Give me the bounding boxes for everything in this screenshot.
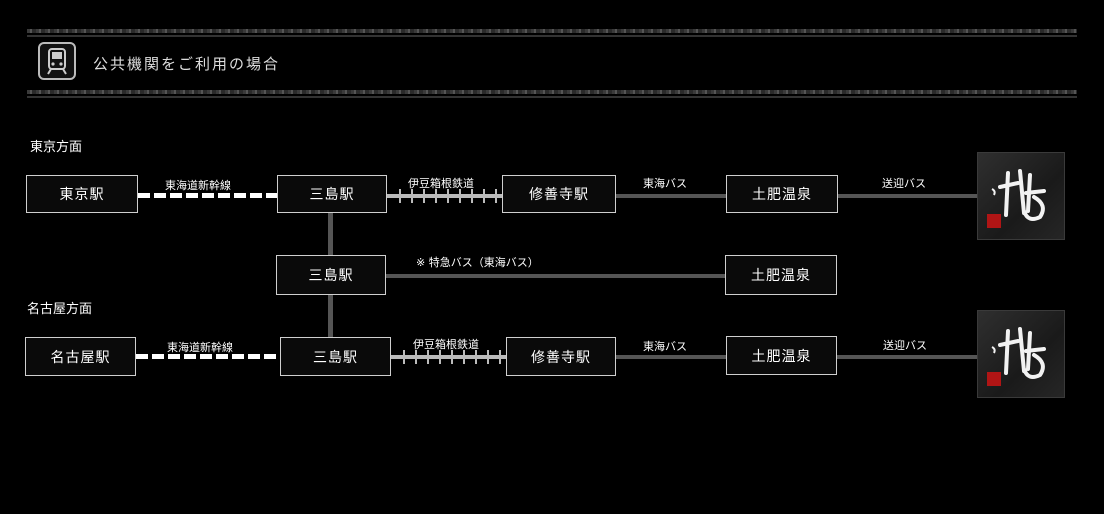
nagoya-section-label: 名古屋方面 [27,302,93,317]
line-label-izuhakone: 伊豆箱根鉄道 [408,177,474,190]
line-label-tokai-bus-nagoya: 東海バス [643,340,687,353]
red-seal [987,214,1001,228]
station-toi-onsen: 土肥温泉 [726,175,838,213]
line-label-izuhakone-nagoya: 伊豆箱根鉄道 [413,338,479,351]
shuttle-bus-line [838,194,978,198]
line-label-express-bus: ※ 特急バス（東海バス） [416,256,539,269]
station-toi-onsen-nagoya: 土肥温泉 [726,336,837,375]
line-label-tokai-bus: 東海バス [643,177,687,190]
station-shuzenji: 修善寺駅 [502,175,616,213]
shinkansen-line [138,193,278,198]
station-mishima: 三島駅 [277,175,387,213]
connector-top [328,213,333,255]
line-label-shuttle-bus-nagoya: 送迎バス [883,339,927,352]
izuhakone-rail-line-nagoya [391,350,506,364]
header-top-border-thin [27,35,1077,37]
ryokan-logo-nagoya [977,310,1065,398]
station-mishima-express: 三島駅 [276,255,386,295]
header-top-border [27,29,1077,33]
page-title: 公共機関をご利用の場合 [93,55,281,73]
station-mishima-nagoya: 三島駅 [280,337,391,376]
line-label-shinkansen-nagoya: 東海道新幹線 [167,341,233,354]
station-shuzenji-nagoya: 修善寺駅 [506,337,616,376]
station-nagoya: 名古屋駅 [25,337,136,376]
header-bottom-border-thin [27,96,1077,98]
tokai-bus-line [616,194,726,198]
tokyo-section-label: 東京方面 [30,140,83,155]
station-tokyo: 東京駅 [26,175,138,213]
red-seal-nagoya [987,372,1001,386]
tokai-bus-line-nagoya [616,355,726,359]
izuhakone-rail-line [387,189,502,203]
express-bus-line [386,274,726,278]
line-label-shuttle-bus: 送迎バス [882,177,926,190]
shuttle-bus-line-nagoya [837,355,978,359]
ryokan-logo [977,152,1065,240]
header-bottom-border [27,90,1077,94]
shinkansen-line-nagoya [136,354,280,359]
station-toi-onsen-express: 土肥温泉 [725,255,837,295]
train-icon [38,42,76,80]
line-label-shinkansen: 東海道新幹線 [165,179,231,192]
connector-bottom [328,295,333,337]
